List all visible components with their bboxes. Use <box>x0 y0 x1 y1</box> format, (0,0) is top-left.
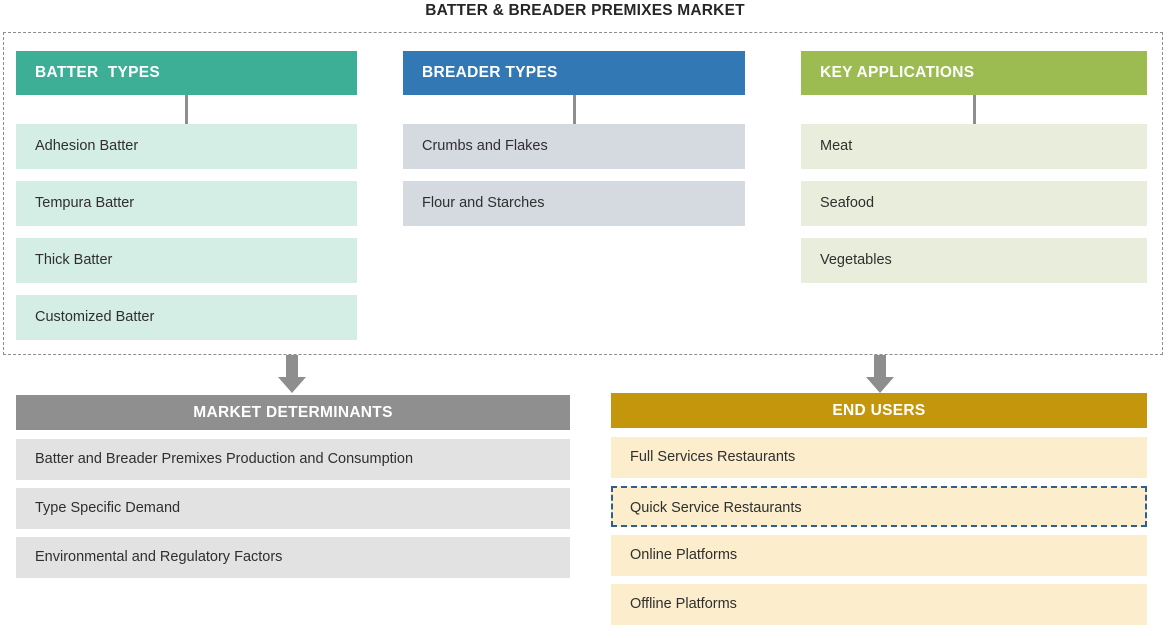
list-item[interactable]: Flour and Starches <box>403 181 745 226</box>
list-item[interactable]: Crumbs and Flakes <box>403 124 745 169</box>
list-item[interactable]: Tempura Batter <box>16 181 357 226</box>
column-header-batter-types: BATTER TYPES <box>16 51 357 95</box>
list-item-selected[interactable]: Quick Service Restaurants <box>611 486 1147 527</box>
list-item[interactable]: Adhesion Batter <box>16 124 357 169</box>
list-item[interactable]: Customized Batter <box>16 295 357 340</box>
panel-market-determinants: MARKET DETERMINANTS Batter and Breader P… <box>16 395 570 586</box>
column-items-key-applications: Meat Seafood Vegetables <box>801 124 1147 295</box>
list-item[interactable]: Batter and Breader Premixes Production a… <box>16 439 570 480</box>
arrow-down-icon <box>273 355 311 395</box>
panel-items-end-users: Full Services Restaurants Quick Service … <box>611 437 1147 625</box>
list-item[interactable]: Seafood <box>801 181 1147 226</box>
list-item[interactable]: Type Specific Demand <box>16 488 570 529</box>
column-items-batter-types: Adhesion Batter Tempura Batter Thick Bat… <box>16 124 357 352</box>
connector-line-breader-types <box>573 95 576 124</box>
connector-line-key-applications <box>973 95 976 124</box>
column-breader-types: BREADER TYPES Crumbs and Flakes Flour an… <box>403 51 745 226</box>
panel-items-market-determinants: Batter and Breader Premixes Production a… <box>16 439 570 578</box>
connector-line-batter-types <box>185 95 188 124</box>
panel-header-market-determinants: MARKET DETERMINANTS <box>16 395 570 430</box>
column-batter-types: BATTER TYPES Adhesion Batter Tempura Bat… <box>16 51 357 340</box>
list-item[interactable]: Meat <box>801 124 1147 169</box>
list-item[interactable]: Offline Platforms <box>611 584 1147 625</box>
page-title: BATTER & BREADER PREMIXES MARKET <box>425 2 745 19</box>
column-header-breader-types: BREADER TYPES <box>403 51 745 95</box>
column-key-applications: KEY APPLICATIONS Meat Seafood Vegetables <box>801 51 1147 283</box>
panel-header-end-users: END USERS <box>611 393 1147 428</box>
list-item[interactable]: Environmental and Regulatory Factors <box>16 537 570 578</box>
list-item[interactable]: Online Platforms <box>611 535 1147 576</box>
list-item[interactable]: Thick Batter <box>16 238 357 283</box>
column-items-breader-types: Crumbs and Flakes Flour and Starches <box>403 124 745 238</box>
segmentation-group-box <box>3 32 1163 355</box>
panel-end-users: END USERS Full Services Restaurants Quic… <box>611 393 1147 633</box>
arrow-down-icon <box>861 355 899 395</box>
list-item[interactable]: Full Services Restaurants <box>611 437 1147 478</box>
list-item[interactable]: Vegetables <box>801 238 1147 283</box>
column-header-key-applications: KEY APPLICATIONS <box>801 51 1147 95</box>
